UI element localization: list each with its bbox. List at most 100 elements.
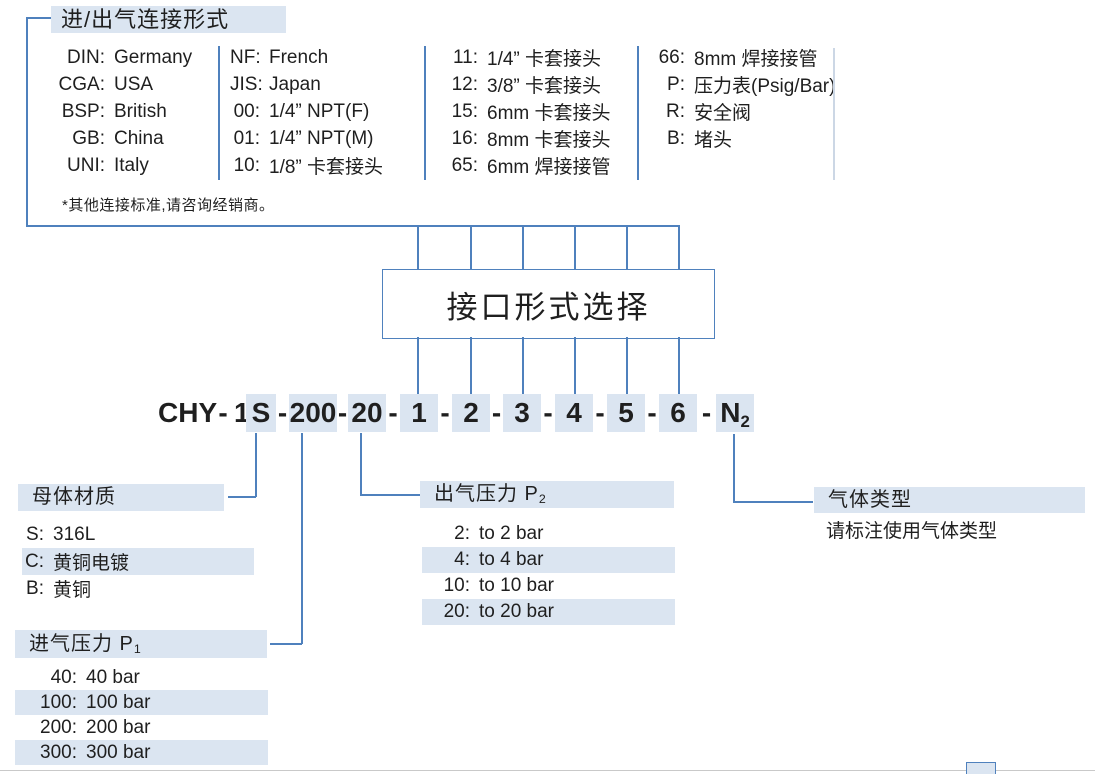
connection-code: 11:: [452, 46, 478, 68]
item-code: 10:: [443, 575, 470, 596]
connection-code: CGA:: [58, 73, 105, 95]
connection-code: 66:: [658, 46, 685, 68]
connection-code: 00:: [233, 100, 260, 122]
connection-label: Italy: [114, 154, 149, 176]
connection-code: B:: [667, 127, 685, 149]
connector-line: [626, 337, 628, 394]
connector-line: [733, 434, 735, 502]
item-label: 黄铜电镀: [53, 553, 130, 574]
connector-line: [26, 17, 51, 19]
model-code-separator: -: [277, 397, 288, 428]
item-label: 40 bar: [86, 666, 140, 688]
connection-code: GB:: [72, 127, 105, 149]
connection-code: 01:: [233, 127, 260, 149]
gas-symbol-subscript: 2: [740, 412, 750, 431]
table-row: P:压力表(Psig/Bar): [655, 71, 835, 98]
model-code-separator: -: [440, 397, 450, 428]
item-label: 300 bar: [86, 741, 151, 763]
connection-code: 10:: [233, 154, 260, 176]
connection-note: *其他连接标准,请咨询经销商。: [62, 197, 275, 214]
connector-line: [270, 643, 302, 645]
connection-label: Germany: [114, 46, 193, 68]
table-row: UNI: Italy: [55, 152, 192, 179]
connection-label: Japan: [269, 73, 321, 95]
item-label: 黄铜: [53, 580, 92, 601]
column-divider: [424, 46, 426, 180]
connection-label: 堵头: [694, 130, 733, 151]
connection-code: JIS:: [230, 73, 263, 95]
model-code-port-4: 4: [555, 394, 593, 432]
model-code-inlet-pressure: 200: [289, 394, 337, 432]
gas-type-description: 请标注使用气体类型: [826, 521, 998, 542]
page-bottom-rule: [0, 770, 1095, 771]
table-row: 12:3/8” 卡套接头: [448, 71, 611, 98]
body-material-header: 母体材质: [18, 484, 224, 511]
list-item: C: 黄铜电镀: [22, 548, 254, 575]
gas-type-header: 气体类型: [814, 487, 1085, 513]
outlet-pressure-title: 出气压力 P: [434, 483, 539, 505]
table-row: R:安全阀: [655, 98, 835, 125]
connector-line: [417, 337, 419, 394]
item-code: 2:: [454, 523, 470, 544]
column-divider: [833, 48, 835, 180]
connector-line: [574, 225, 576, 270]
connection-label: 压力表(Psig/Bar): [694, 76, 836, 97]
item-code: 200:: [40, 716, 77, 738]
connection-code: 65:: [451, 154, 478, 176]
connector-line: [360, 433, 362, 495]
list-item: 200:200 bar: [15, 715, 268, 740]
connection-section-title: 进/出气连接形式: [51, 6, 286, 33]
item-label: 316L: [53, 523, 96, 545]
page-corner-button[interactable]: [966, 762, 996, 774]
table-row: 66: 8mm 焊接接管: [655, 44, 835, 71]
item-code: C:: [25, 550, 44, 572]
connection-label: French: [269, 46, 329, 68]
list-item: S:316L: [22, 521, 254, 548]
connection-label: 8mm 焊接接管: [694, 49, 818, 70]
list-item: 300: 300 bar: [15, 740, 268, 765]
item-label: to 20 bar: [479, 601, 554, 622]
connection-code: R:: [666, 100, 685, 122]
item-code: B:: [26, 577, 44, 599]
connector-line: [678, 225, 680, 270]
model-code-port-1: 1: [400, 394, 438, 432]
table-row: 15:6mm 卡套接头: [448, 98, 611, 125]
item-code: 100:: [40, 691, 77, 713]
list-item: 10:to 10 bar: [422, 573, 675, 599]
table-row: 16:8mm 卡套接头: [448, 125, 611, 152]
item-code: 300:: [40, 741, 77, 763]
connection-code: BSP:: [61, 100, 105, 122]
model-code-outlet-pressure: 20: [348, 394, 386, 432]
table-row: JIS: Japan: [230, 71, 383, 98]
inlet-pressure-list: 40:40 bar 100:100 bar 200:200 bar 300:30…: [15, 665, 268, 765]
connector-line: [417, 225, 419, 270]
gas-symbol: N: [720, 397, 741, 428]
model-code-separator: -: [491, 397, 502, 428]
table-row: 01:1/4” NPT(M): [230, 125, 383, 152]
connector-line: [228, 496, 256, 498]
model-code-gas: N2: [716, 394, 754, 432]
connection-label: British: [114, 100, 167, 122]
item-label: to 2 bar: [479, 523, 544, 544]
item-code: 20:: [443, 601, 470, 622]
list-item: 4:to 4 bar: [422, 547, 675, 573]
table-row: CGA:USA: [55, 71, 192, 98]
connector-line: [626, 225, 628, 270]
model-code-separator: -: [647, 397, 657, 428]
table-row: BSP: British: [55, 98, 192, 125]
item-code: 4:: [454, 549, 470, 570]
model-code-separator: -: [701, 397, 712, 428]
column-divider: [218, 46, 220, 180]
item-code: 40:: [50, 666, 77, 688]
connection-code: UNI:: [67, 154, 105, 176]
connection-code: 16:: [451, 127, 478, 149]
model-code-prefix: CHY: [158, 397, 218, 428]
list-item: 2: to 2 bar: [422, 521, 675, 547]
connector-line: [255, 433, 257, 497]
port-selection-box: 接口形式选择: [382, 269, 715, 339]
body-material-list: S:316L C: 黄铜电镀 B: 黄铜: [22, 521, 254, 602]
connector-line: [360, 494, 421, 496]
table-row: 10:1/8” 卡套接头: [230, 152, 383, 179]
connector-line: [574, 337, 576, 394]
